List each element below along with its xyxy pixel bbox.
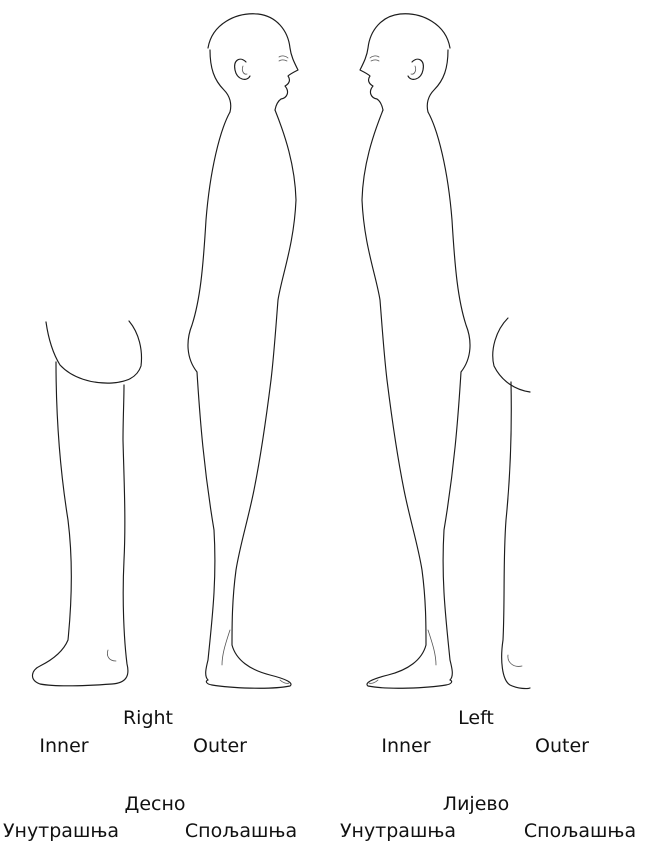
- right-profile-figure: [188, 14, 298, 688]
- right-inner-leg: [32, 321, 141, 686]
- right-label-sr: Десно: [124, 795, 185, 814]
- left-outer-label-sr: Спољашња: [524, 822, 636, 841]
- left-profile-figure: [360, 14, 470, 688]
- body-diagram: [0, 0, 646, 700]
- left-label-sr: Лијево: [443, 795, 509, 814]
- right-outer-label-en: Outer: [193, 737, 247, 756]
- right-inner-label-sr: Унутрашња: [3, 822, 119, 841]
- right-label-en: Right: [123, 709, 173, 728]
- right-inner-label-en: Inner: [39, 737, 88, 756]
- left-inner-label-en: Inner: [381, 737, 430, 756]
- left-label-en: Left: [458, 709, 494, 728]
- left-inner-label-sr: Унутрашња: [340, 822, 456, 841]
- right-outer-label-sr: Спољашња: [185, 822, 297, 841]
- left-outer-label-en: Outer: [535, 737, 589, 756]
- left-inner-leg: [493, 318, 530, 689]
